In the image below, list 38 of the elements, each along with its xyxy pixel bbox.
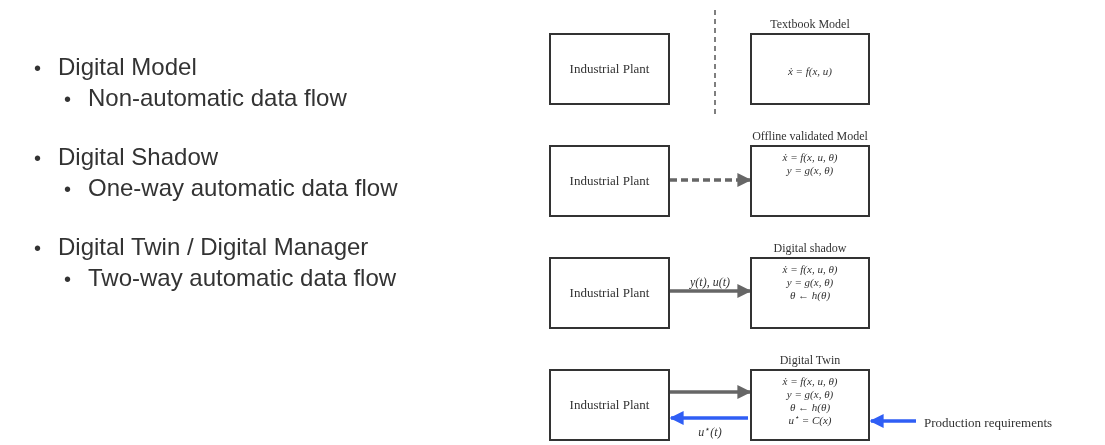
- model-title: Digital shadow: [772, 240, 848, 257]
- equation: θ ← h(θ): [789, 401, 831, 414]
- equation: y = g(x, θ): [786, 164, 834, 177]
- bullet-marker: •: [64, 267, 72, 292]
- equation: y = g(x, θ): [786, 388, 834, 401]
- equation: u$^{⋆}$ = C(x): [788, 414, 832, 427]
- arrow: [670, 173, 752, 187]
- arrow: [669, 411, 748, 425]
- arrow: [869, 414, 916, 428]
- plant-box: Industrial Plant: [549, 145, 670, 217]
- plant-box: Industrial Plant: [549, 369, 670, 441]
- plant-box: Industrial Plant: [549, 257, 670, 329]
- bullet-marker: •: [34, 146, 42, 171]
- bullet-text: One-way automatic data flow: [88, 173, 398, 203]
- plant-box: Industrial Plant: [549, 33, 670, 105]
- equation: ẋ = f(x, u, θ): [782, 375, 838, 388]
- bullet-text: Digital Model: [58, 52, 197, 82]
- bullet-marker: •: [34, 236, 42, 261]
- equation: y = g(x, θ): [786, 276, 834, 289]
- bullet-text: Digital Shadow: [58, 142, 219, 172]
- bullet-marker: •: [64, 87, 72, 112]
- edge-label: y(t), u(t): [688, 274, 731, 291]
- bullet-marker: •: [34, 56, 42, 81]
- equation: θ ← h(θ): [789, 289, 831, 302]
- equation: ẋ = f(x, u, θ): [782, 151, 838, 164]
- model-title: Offline validated Model: [751, 128, 869, 145]
- bullet-text: Non-automatic data flow: [88, 83, 347, 113]
- arrow: [670, 385, 752, 399]
- bullet-text: Digital Twin / Digital Manager: [58, 232, 369, 262]
- equation: ẋ = f(x, u, θ): [782, 263, 838, 276]
- edge-label: u$^{⋆}$(t): [697, 423, 723, 441]
- equation: ẋ = f(x, u): [787, 64, 833, 78]
- bullet-text: Two-way automatic data flow: [88, 263, 397, 293]
- model-title: Digital Twin: [778, 352, 842, 369]
- model-title: Textbook Model: [769, 16, 851, 33]
- arrow: [670, 284, 752, 298]
- input-text: Production requirements: [924, 413, 1102, 431]
- bullet-marker: •: [64, 177, 72, 202]
